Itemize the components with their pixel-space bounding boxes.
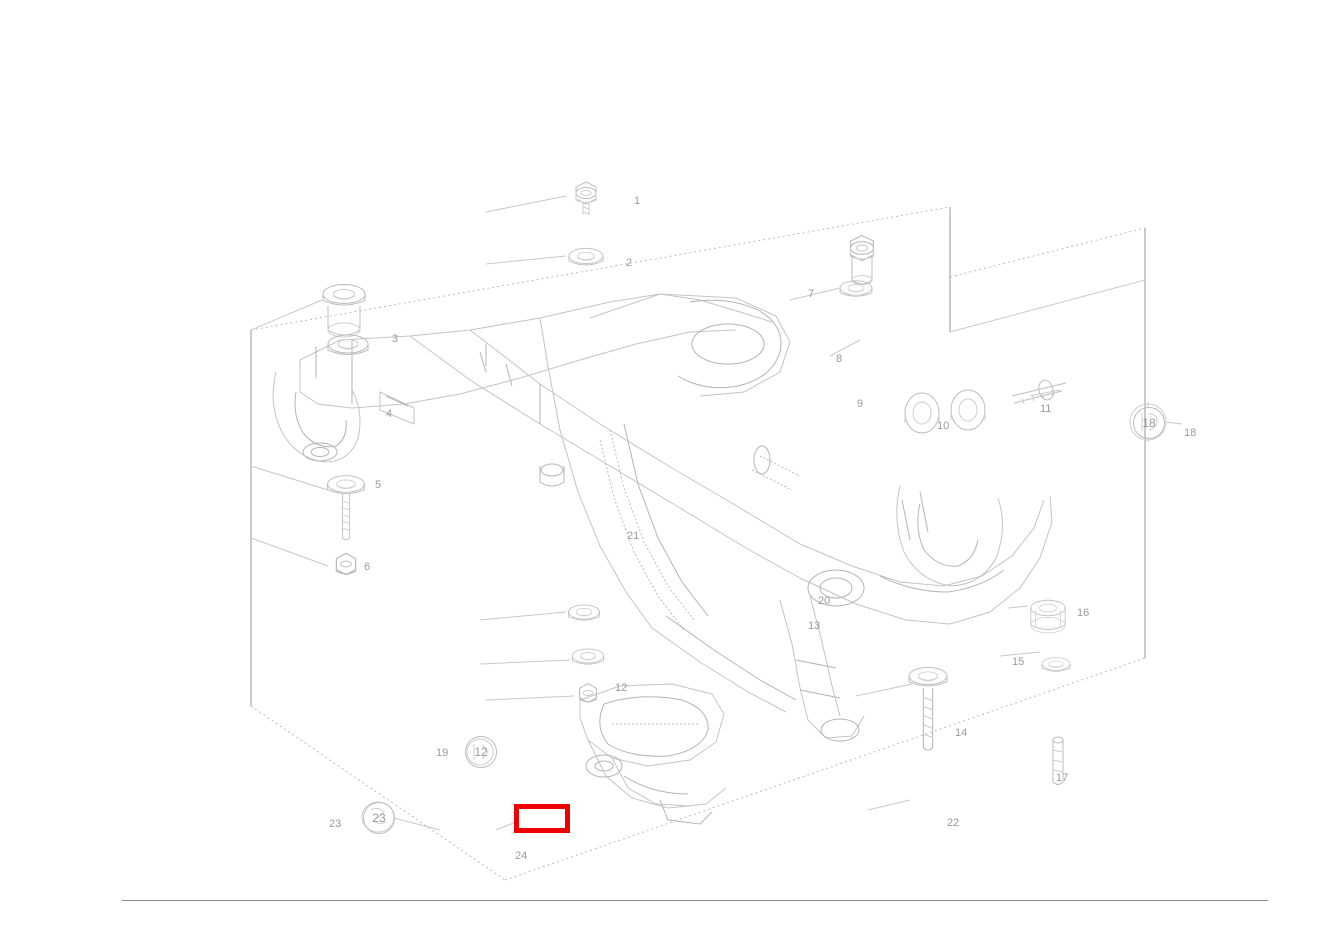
callout-label-14: 14 [955,727,968,739]
part-pin-far-right [1052,736,1064,785]
callout-label-3: 3 [392,333,399,345]
callout-label-16: 16 [1077,607,1090,619]
callout-label-7: 7 [808,288,815,300]
part-ring-right-b [950,389,986,431]
part-washer-center-b [572,648,604,665]
part-washer-center-a [568,604,600,621]
callout-label-4: 4 [386,408,393,420]
callout-label-6: 6 [364,561,371,573]
callout-label-10: 10 [937,420,950,432]
circled-callout-12[interactable]: 12 [465,736,497,768]
callout-label-8: 8 [836,353,843,365]
callout-label-1: 1 [634,195,641,207]
part-bushing-left [327,334,369,355]
circled-callout-23[interactable]: 23 [363,802,395,834]
part-ring-right-a [904,392,940,434]
part-washer-top [568,247,604,266]
part-nut-lower-right [1041,657,1071,672]
part-nut-center [579,683,597,703]
selected-part-highlight[interactable] [514,804,570,833]
callout-label-17: 17 [1056,772,1069,784]
callout-label-21: 21 [627,530,640,542]
callout-label-19: 19 [436,747,449,759]
part-bushing-lower-right [1030,599,1066,634]
callout-label-11: 11 [1040,403,1052,415]
crossmember-subframe [272,293,1053,825]
callout-label-24: 24 [515,850,528,862]
circled-callout-18[interactable]: 18 [1133,407,1165,439]
callout-label-23: 23 [329,818,342,830]
part-bolt-upper-left [322,284,366,338]
callout-label-9: 9 [857,398,864,410]
part-bolt-top [575,181,597,215]
callout-label-20: 20 [818,595,831,607]
part-nut-left-lower [335,552,357,576]
callout-label-13: 13 [808,620,821,632]
callout-label-18: 18 [1184,427,1197,439]
footer-divider [122,900,1268,901]
part-bolt-left-lower [327,475,365,541]
frame-boundary [250,206,1146,881]
leader-lines [250,195,1183,831]
part-bolt-lower-right [908,666,948,751]
part-stud-bolt-right [1011,379,1067,405]
callout-label-12: 12 [615,682,628,694]
callout-label-15: 15 [1012,656,1025,668]
callout-label-5: 5 [375,479,382,491]
part-bolt-upper-right [849,234,875,285]
callout-label-22: 22 [947,817,960,829]
callout-label-2: 2 [626,257,633,269]
